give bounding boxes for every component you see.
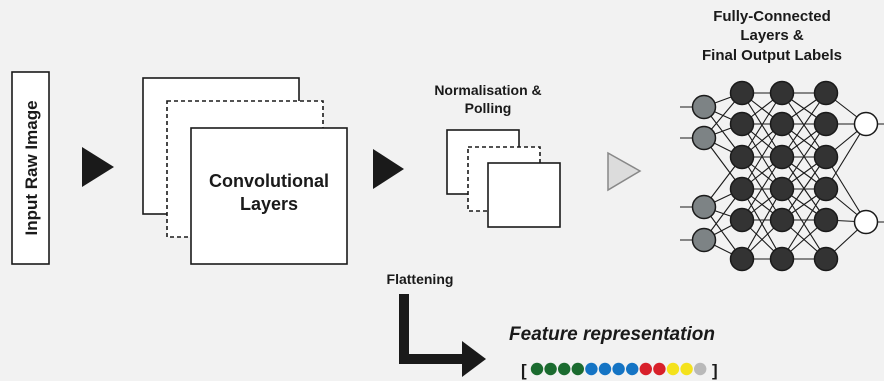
- hidden-node: [769, 207, 795, 233]
- hidden-node: [813, 80, 839, 106]
- input-node: [691, 227, 717, 253]
- feature-dot: [571, 362, 584, 376]
- hidden-node: [813, 176, 839, 202]
- hidden-hidden-edge: [781, 188, 827, 260]
- hidden-hidden-edge: [741, 156, 783, 221]
- conv-label-line2: Layers: [240, 194, 298, 214]
- fc-label-line1: Fully-Connected: [713, 8, 831, 25]
- hidden-hidden-edge: [781, 156, 827, 221]
- feature-dot: [598, 362, 612, 376]
- fc-label-line2: Layers &: [740, 27, 804, 44]
- hidden-node: [813, 144, 839, 170]
- pool-layer-front: [487, 162, 561, 228]
- hidden-node: [813, 246, 839, 272]
- hidden-output-edge: [825, 123, 867, 190]
- flattening-arrow-shaft: [399, 294, 466, 364]
- hidden-hidden-edge: [781, 92, 827, 158]
- feature-dot: [626, 362, 639, 376]
- feature-dot: [694, 362, 707, 376]
- hidden-output-edge: [825, 156, 867, 223]
- hidden-hidden-edge: [781, 123, 827, 190]
- norm-label-line1: Normalisation &: [434, 82, 541, 98]
- fc-label-line3: Final Output Labels: [702, 47, 842, 64]
- flattening-arrow-head: [462, 341, 486, 377]
- feature-dot: [530, 362, 544, 376]
- arrow-1: [82, 147, 114, 187]
- feature-dot: [544, 362, 557, 376]
- hidden-node: [729, 176, 755, 202]
- feature-dot: [680, 362, 693, 376]
- feature-dot: [585, 362, 598, 376]
- feature-dot: [558, 362, 571, 376]
- conv-layer-front: [190, 127, 348, 265]
- arrow-2: [373, 149, 404, 189]
- hidden-node: [769, 111, 795, 137]
- feature-vector: [530, 362, 707, 376]
- hidden-node: [769, 246, 795, 272]
- hidden-node: [769, 80, 795, 106]
- hidden-node: [813, 207, 839, 233]
- input-node: [691, 94, 717, 120]
- hidden-node: [813, 111, 839, 137]
- feature-representation-label: Feature representation: [509, 324, 715, 345]
- hidden-node: [729, 207, 755, 233]
- hidden-node: [769, 176, 795, 202]
- feature-bracket-open: [: [521, 361, 527, 380]
- hidden-hidden-edge: [741, 188, 783, 260]
- output-node: [853, 111, 879, 137]
- feature-dot: [666, 362, 680, 376]
- conv-label-line1: Convolutional: [209, 171, 329, 191]
- hidden-node: [729, 80, 755, 106]
- arrow-3: [607, 151, 642, 192]
- hidden-hidden-edge: [741, 123, 783, 190]
- hidden-node: [729, 246, 755, 272]
- flattening-label: Flattening: [387, 271, 454, 287]
- network-nodes: [691, 80, 879, 272]
- hidden-hidden-edge: [741, 92, 783, 158]
- input-node: [691, 125, 717, 151]
- feature-dot: [612, 362, 625, 376]
- hidden-node: [769, 144, 795, 170]
- hidden-node: [729, 111, 755, 137]
- feature-dot: [639, 362, 652, 376]
- input-image-label: Input Raw Image: [22, 100, 41, 235]
- feature-bracket-close: ]: [712, 361, 718, 380]
- input-node: [691, 194, 717, 220]
- hidden-node: [729, 144, 755, 170]
- output-node: [853, 209, 879, 235]
- input-image-box: [11, 71, 50, 265]
- norm-label-line2: Polling: [465, 100, 512, 116]
- feature-dot: [653, 362, 666, 376]
